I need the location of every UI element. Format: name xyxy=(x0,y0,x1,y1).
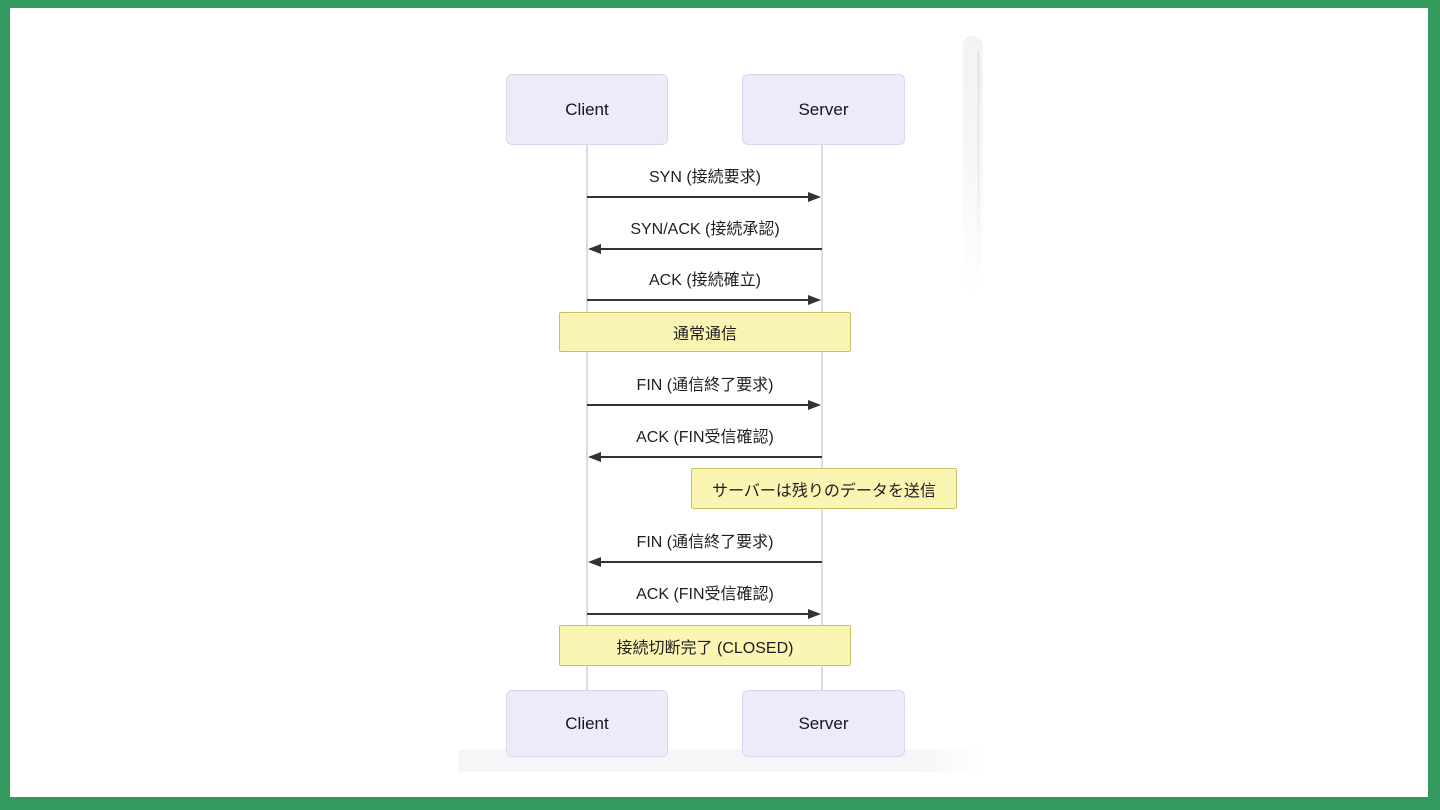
server-lifeline xyxy=(821,145,823,690)
note-normal-communication: 通常通信 xyxy=(559,312,851,352)
message-label-ack-finrecv-2: ACK (FIN受信確認) xyxy=(636,586,774,603)
actor-client-top: Client xyxy=(506,74,668,145)
message-label-synack: SYN/ACK (接続承認) xyxy=(630,221,780,238)
message-label-ack-finrecv-1: ACK (FIN受信確認) xyxy=(636,429,774,446)
actor-client-bottom: Client xyxy=(506,690,668,757)
note-connection-closed: 接続切断完了 (CLOSED) xyxy=(559,625,851,666)
actor-client-bottom-label: Client xyxy=(565,713,609,733)
vertical-scrollbar-thumb[interactable] xyxy=(977,50,980,285)
note-normal-communication-label: 通常通信 xyxy=(672,326,737,343)
actor-server-top: Server xyxy=(742,74,905,145)
message-label-fin-server: FIN (通信終了要求) xyxy=(636,534,774,551)
message-label-ack-established: ACK (接続確立) xyxy=(648,272,761,289)
note-server-sends-remaining-data: サーバーは残りのデータを送信 xyxy=(691,468,957,509)
note-server-sends-remaining-data-label: サーバーは残りのデータを送信 xyxy=(712,482,936,500)
client-lifeline xyxy=(586,145,588,690)
actor-client-top-label: Client xyxy=(565,99,609,119)
message-label-fin-client: FIN (通信終了要求) xyxy=(636,377,774,394)
actor-server-top-label: Server xyxy=(798,99,849,119)
actor-server-bottom: Server xyxy=(742,690,905,757)
actor-server-bottom-label: Server xyxy=(798,713,849,733)
note-connection-closed-label: 接続切断完了 (CLOSED) xyxy=(616,639,794,657)
message-label-syn: SYN (接続要求) xyxy=(648,169,761,186)
